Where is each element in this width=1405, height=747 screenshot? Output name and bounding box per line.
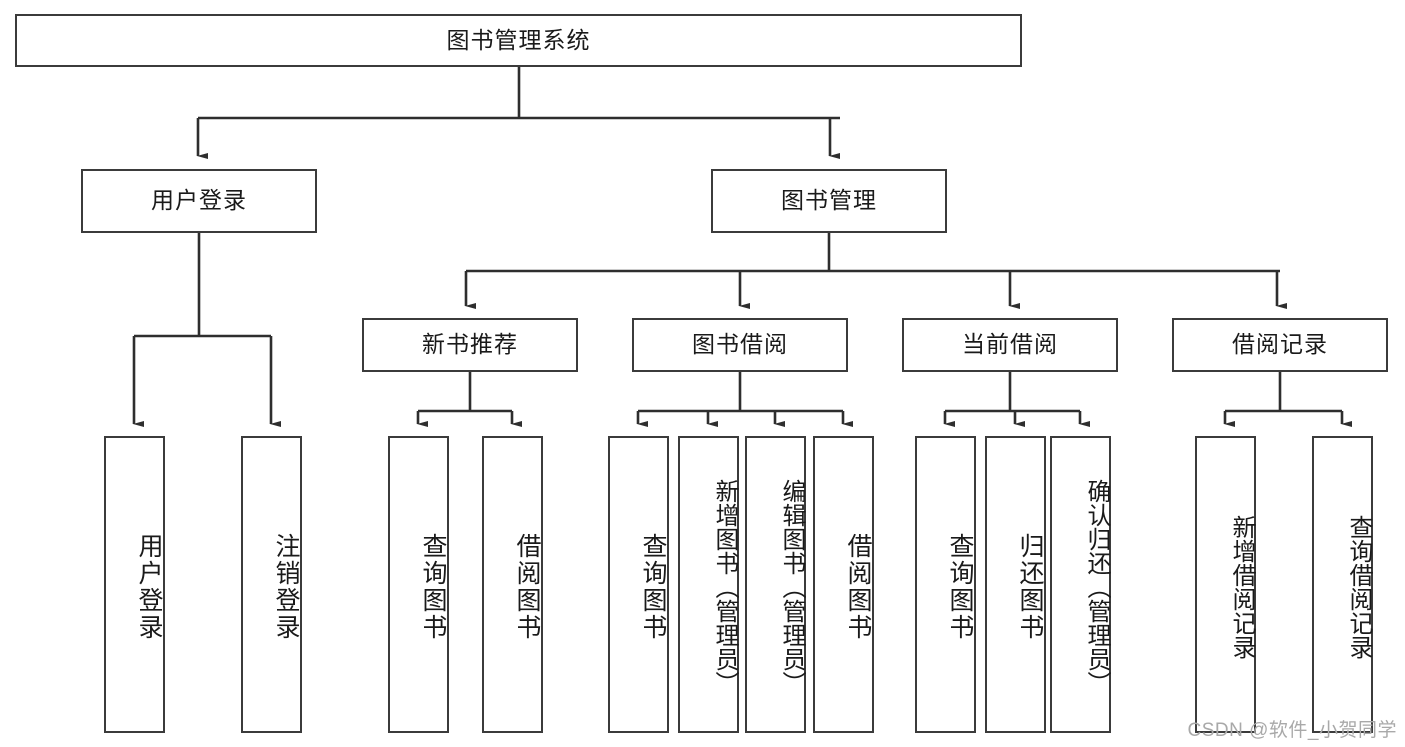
node-label: 图书管理 [781, 187, 877, 214]
node-root-system[interactable]: 图书管理系统 [15, 14, 1022, 67]
leaf-confirm-return-admin[interactable]: 确认归还（管理员） [1050, 436, 1111, 733]
leaf-add-borrow-record[interactable]: 新增借阅记录 [1195, 436, 1256, 733]
node-label: 注销登录 [272, 532, 300, 641]
node-label: 借阅图书 [513, 532, 541, 641]
node-label: 查询图书 [419, 532, 447, 641]
node-current-borrow[interactable]: 当前借阅 [902, 318, 1118, 372]
node-label: 查询借阅记录 [1345, 514, 1372, 659]
node-label: 查询图书 [946, 532, 974, 641]
node-new-book-recommend[interactable]: 新书推荐 [362, 318, 578, 372]
node-label: 用户登录 [135, 532, 163, 641]
node-label: 用户登录 [151, 187, 247, 214]
leaf-query-book-borrow[interactable]: 查询图书 [608, 436, 669, 733]
watermark: CSDN @软件_小贺同学 [1187, 720, 1397, 741]
node-label: 借阅图书 [844, 532, 872, 641]
node-book-management[interactable]: 图书管理 [711, 169, 947, 233]
leaf-borrow-book-recommend[interactable]: 借阅图书 [482, 436, 543, 733]
leaf-borrow-book[interactable]: 借阅图书 [813, 436, 874, 733]
leaf-logout-login[interactable]: 注销登录 [241, 436, 302, 733]
leaf-return-book[interactable]: 归还图书 [985, 436, 1046, 733]
leaf-add-book-admin[interactable]: 新增图书（管理员） [678, 436, 739, 733]
leaf-query-book-current[interactable]: 查询图书 [915, 436, 976, 733]
leaf-edit-book-admin[interactable]: 编辑图书（管理员） [745, 436, 806, 733]
node-borrow-record[interactable]: 借阅记录 [1172, 318, 1388, 372]
leaf-user-login[interactable]: 用户登录 [104, 436, 165, 733]
node-label: 编辑图书（管理员） [778, 478, 805, 695]
node-label: 新书推荐 [422, 331, 518, 358]
leaf-query-book-recommend[interactable]: 查询图书 [388, 436, 449, 733]
node-label: 图书管理系统 [446, 26, 591, 53]
node-label: 确认归还（管理员） [1083, 478, 1110, 695]
node-label: 查询图书 [639, 532, 667, 641]
node-label: 借阅记录 [1232, 331, 1328, 358]
leaf-query-borrow-record[interactable]: 查询借阅记录 [1312, 436, 1373, 733]
node-book-borrow[interactable]: 图书借阅 [632, 318, 848, 372]
node-label: 归还图书 [1016, 532, 1044, 641]
node-label: 新增图书（管理员） [711, 478, 738, 695]
node-label: 新增借阅记录 [1228, 514, 1255, 659]
node-user-login[interactable]: 用户登录 [81, 169, 317, 233]
node-label: 图书借阅 [692, 331, 788, 358]
node-label: 当前借阅 [962, 331, 1058, 358]
